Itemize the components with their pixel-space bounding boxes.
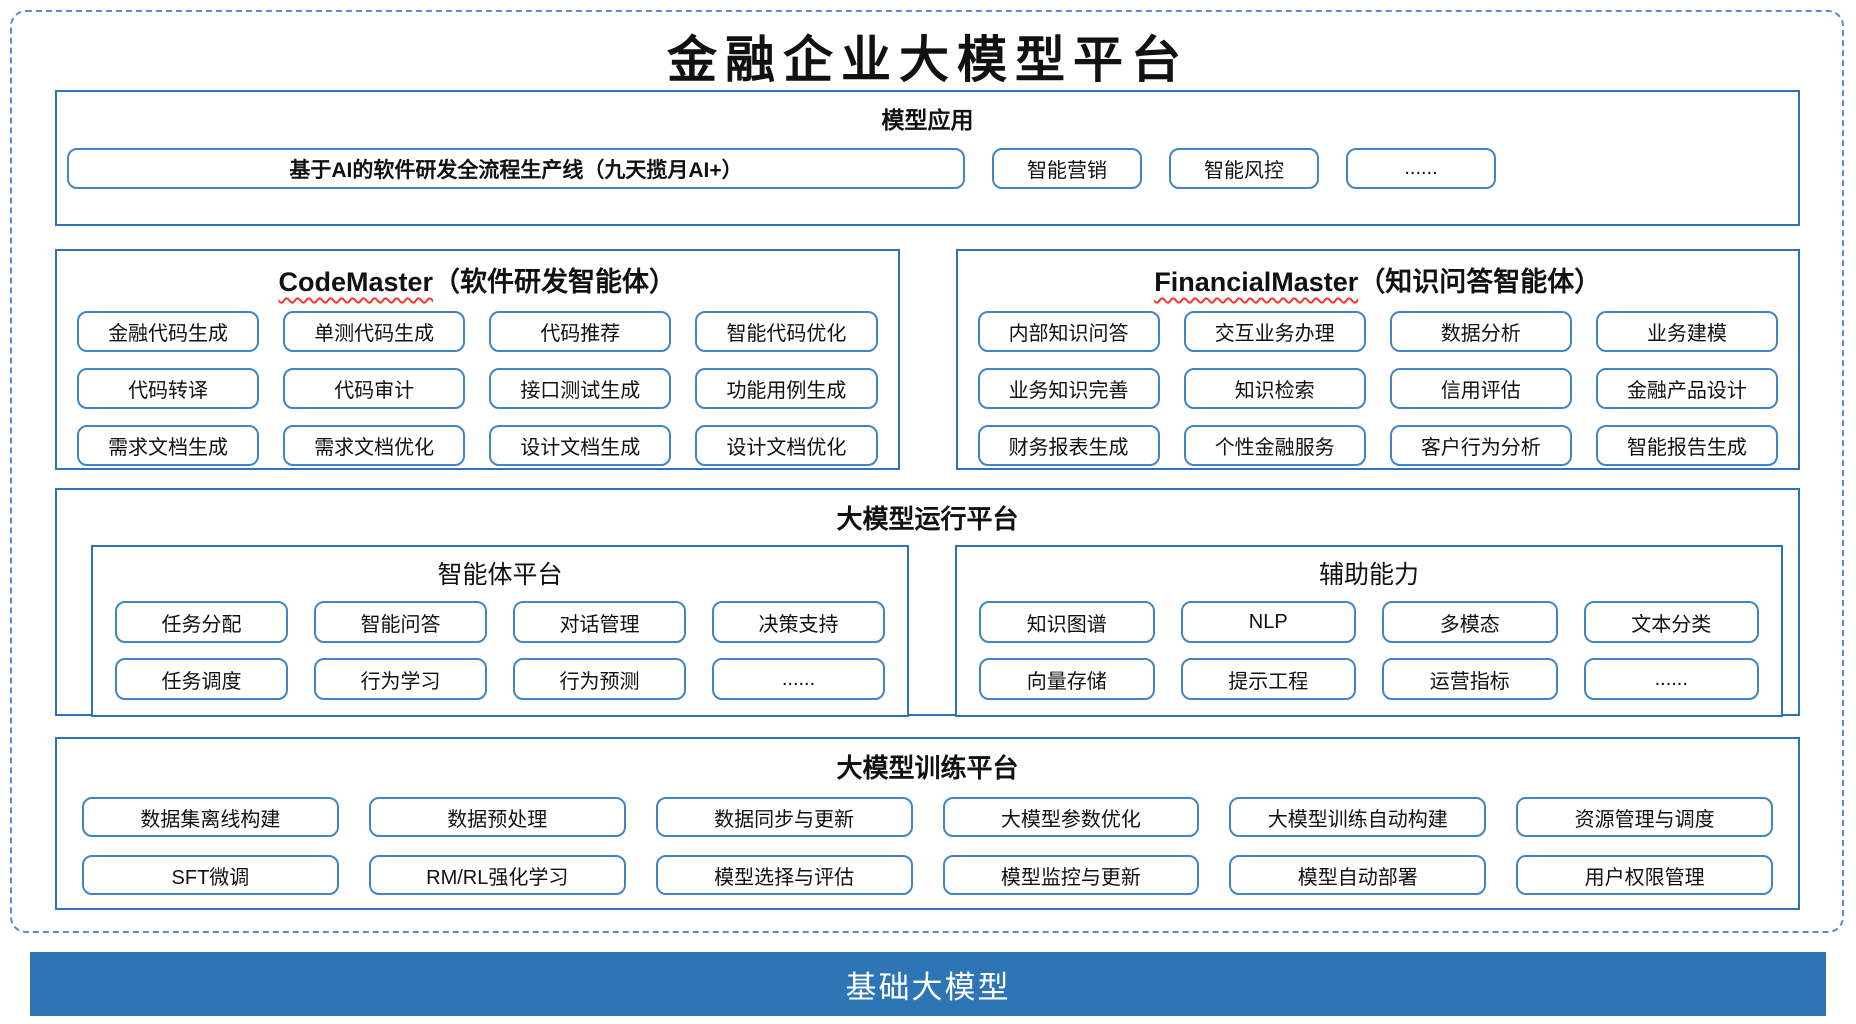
node: 知识检索 bbox=[1183, 368, 1366, 409]
agent-platform-grid: 任务分配 智能问答 对话管理 决策支持 任务调度 行为学习 行为预测 .....… bbox=[93, 601, 907, 700]
node: RM/RL强化学习 bbox=[368, 855, 626, 895]
node: 代码审计 bbox=[283, 368, 466, 409]
node: 信用评估 bbox=[1389, 368, 1572, 409]
foundation-model-label: 基础大模型 bbox=[845, 969, 1011, 1005]
node: 设计文档优化 bbox=[695, 425, 878, 466]
node: 行为预测 bbox=[513, 658, 686, 700]
agents-row: CodeMaster（软件研发智能体） 金融代码生成 单测代码生成 代码推荐 智… bbox=[55, 249, 1800, 470]
node-ai-pipeline: 基于AI的软件研发全流程生产线（九天揽月AI+） bbox=[67, 148, 965, 189]
node-ellipsis: ...... bbox=[1346, 148, 1496, 189]
aux-capability-box: 辅助能力 知识图谱 NLP 多模态 文本分类 向量存储 提示工程 运营指标 ..… bbox=[955, 545, 1783, 717]
node: 模型监控与更新 bbox=[942, 855, 1200, 895]
node: 智能问答 bbox=[314, 601, 487, 643]
node: 文本分类 bbox=[1583, 601, 1759, 643]
node: 资源管理与调度 bbox=[1516, 797, 1773, 837]
financialmaster-suffix: （知识问答智能体） bbox=[1358, 267, 1602, 297]
section-title-model-application: 模型应用 bbox=[881, 107, 974, 133]
node: 功能用例生成 bbox=[695, 368, 878, 409]
node: 业务知识完善 bbox=[977, 368, 1160, 409]
node: 内部知识问答 bbox=[977, 311, 1160, 352]
training-grid: 数据集离线构建 数据预处理 数据同步与更新 大模型参数优化 大模型训练自动构建 … bbox=[57, 785, 1798, 895]
codemaster-suffix: （软件研发智能体） bbox=[433, 267, 677, 297]
financialmaster-box: FinancialMaster（知识问答智能体） 内部知识问答 交互业务办理 数… bbox=[955, 249, 1800, 470]
node: 单测代码生成 bbox=[283, 311, 466, 352]
node: 需求文档优化 bbox=[283, 425, 466, 466]
node: 任务分配 bbox=[115, 601, 288, 643]
node: 接口测试生成 bbox=[489, 368, 672, 409]
financialmaster-title: FinancialMaster（知识问答智能体） bbox=[958, 260, 1799, 299]
node: 大模型训练自动构建 bbox=[1229, 797, 1487, 837]
node: 数据集离线构建 bbox=[82, 797, 339, 837]
section-title-runtime-platform: 大模型运行平台 bbox=[836, 504, 1019, 534]
foundation-model-bar: 基础大模型 bbox=[30, 952, 1826, 1016]
node: 模型选择与评估 bbox=[655, 855, 913, 895]
node: 向量存储 bbox=[979, 658, 1155, 700]
node: 大模型参数优化 bbox=[942, 797, 1200, 837]
node-smart-marketing: 智能营销 bbox=[992, 148, 1142, 189]
node: 财务报表生成 bbox=[977, 425, 1160, 466]
node: 行为学习 bbox=[314, 658, 487, 700]
node: NLP bbox=[1180, 601, 1356, 643]
section-training-platform: 大模型训练平台 数据集离线构建 数据预处理 数据同步与更新 大模型参数优化 大模… bbox=[55, 737, 1800, 910]
node: ...... bbox=[1583, 658, 1759, 700]
node: 数据分析 bbox=[1389, 311, 1572, 352]
outer-dashed-frame bbox=[10, 10, 1844, 933]
node: 模型自动部署 bbox=[1229, 855, 1487, 895]
aux-capability-grid: 知识图谱 NLP 多模态 文本分类 向量存储 提示工程 运营指标 ...... bbox=[957, 601, 1781, 700]
node: 决策支持 bbox=[712, 601, 886, 643]
node: 设计文档生成 bbox=[489, 425, 672, 466]
agent-platform-box: 智能体平台 任务分配 智能问答 对话管理 决策支持 任务调度 行为学习 行为预测… bbox=[91, 545, 910, 717]
diagram-title: 金融企业大模型平台 bbox=[667, 32, 1189, 88]
codemaster-title: CodeMaster（软件研发智能体） bbox=[57, 260, 898, 299]
node: 智能代码优化 bbox=[695, 311, 878, 352]
section-title-training-platform: 大模型训练平台 bbox=[836, 753, 1019, 783]
node: 需求文档生成 bbox=[77, 425, 260, 466]
runtime-row: 智能体平台 任务分配 智能问答 对话管理 决策支持 任务调度 行为学习 行为预测… bbox=[57, 536, 1798, 717]
node: 业务建模 bbox=[1595, 311, 1778, 352]
node: 数据预处理 bbox=[368, 797, 626, 837]
node: SFT微调 bbox=[82, 855, 339, 895]
financialmaster-grid: 内部知识问答 交互业务办理 数据分析 业务建模 业务知识完善 知识检索 信用评估… bbox=[958, 311, 1799, 466]
codemaster-grid: 金融代码生成 单测代码生成 代码推荐 智能代码优化 代码转译 代码审计 接口测试… bbox=[57, 311, 898, 466]
node-smart-risk-control: 智能风控 bbox=[1169, 148, 1319, 189]
section-model-application: 模型应用 基于AI的软件研发全流程生产线（九天揽月AI+） 智能营销 智能风控 … bbox=[55, 90, 1800, 226]
agent-platform-title: 智能体平台 bbox=[437, 561, 563, 589]
node: ...... bbox=[712, 658, 886, 700]
node: 金融代码生成 bbox=[77, 311, 260, 352]
codemaster-box: CodeMaster（软件研发智能体） 金融代码生成 单测代码生成 代码推荐 智… bbox=[55, 249, 900, 470]
node: 交互业务办理 bbox=[1183, 311, 1366, 352]
node: 代码转译 bbox=[77, 368, 260, 409]
node: 个性金融服务 bbox=[1183, 425, 1366, 466]
node: 任务调度 bbox=[115, 658, 288, 700]
node: 客户行为分析 bbox=[1389, 425, 1572, 466]
node: 知识图谱 bbox=[979, 601, 1155, 643]
financialmaster-brand: FinancialMaster bbox=[1154, 267, 1359, 297]
node: 智能报告生成 bbox=[1595, 425, 1778, 466]
node: 金融产品设计 bbox=[1595, 368, 1778, 409]
aux-capability-title: 辅助能力 bbox=[1319, 561, 1420, 589]
node: 运营指标 bbox=[1382, 658, 1558, 700]
node: 用户权限管理 bbox=[1516, 855, 1773, 895]
node: 对话管理 bbox=[513, 601, 686, 643]
node: 数据同步与更新 bbox=[655, 797, 913, 837]
section-runtime-platform: 大模型运行平台 智能体平台 任务分配 智能问答 对话管理 决策支持 任务调度 行… bbox=[55, 488, 1800, 717]
codemaster-brand: CodeMaster bbox=[278, 267, 434, 297]
model-application-row: 基于AI的软件研发全流程生产线（九天揽月AI+） 智能营销 智能风控 .....… bbox=[57, 135, 1798, 189]
node: 提示工程 bbox=[1180, 658, 1356, 700]
node: 多模态 bbox=[1382, 601, 1558, 643]
node: 代码推荐 bbox=[489, 311, 672, 352]
